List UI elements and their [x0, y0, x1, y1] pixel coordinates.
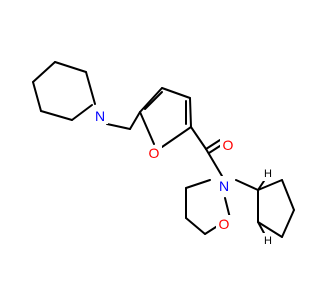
- bonds: [32, 61, 295, 238]
- bond: [185, 179, 211, 189]
- label-mask: [220, 134, 236, 152]
- bond: [257, 179, 283, 191]
- bond: [161, 87, 191, 99]
- bond: [257, 180, 265, 191]
- molecule-structure: N O O N O H H: [32, 61, 295, 247]
- label-mask: [262, 233, 274, 247]
- atom-labels: N O O N O H H: [92, 106, 274, 247]
- bond: [190, 126, 207, 150]
- bond: [257, 221, 283, 238]
- bond: [71, 104, 93, 121]
- bond: [205, 139, 221, 150]
- bond: [32, 61, 56, 83]
- bond: [257, 221, 265, 234]
- bond: [189, 97, 192, 128]
- amide-nitrogen: N: [219, 178, 229, 194]
- stereo-hydrogen-upper: H: [264, 168, 272, 180]
- bond: [281, 179, 295, 211]
- label-mask: [216, 215, 232, 233]
- bond: [144, 91, 163, 110]
- bond: [40, 110, 73, 121]
- bond: [106, 123, 131, 130]
- bond: [85, 71, 96, 105]
- bond: [139, 87, 163, 113]
- furan-oxygen: O: [149, 145, 160, 161]
- label-mask: [92, 106, 108, 124]
- label-mask: [216, 176, 232, 194]
- bond: [32, 81, 42, 112]
- label-mask: [146, 145, 162, 163]
- label-mask: [262, 167, 274, 181]
- bond: [129, 111, 141, 130]
- bond: [161, 126, 192, 148]
- bond: [281, 209, 295, 238]
- stereo-hydrogen-lower: H: [264, 235, 272, 247]
- bond: [235, 179, 259, 191]
- ring-oxygen: O: [219, 216, 230, 232]
- bond: [139, 111, 155, 145]
- carbonyl-oxygen: O: [223, 137, 234, 153]
- bond: [185, 217, 206, 235]
- bond: [224, 197, 231, 219]
- bond: [54, 61, 87, 73]
- bond: [205, 148, 223, 177]
- piperidine-nitrogen: N: [95, 108, 105, 124]
